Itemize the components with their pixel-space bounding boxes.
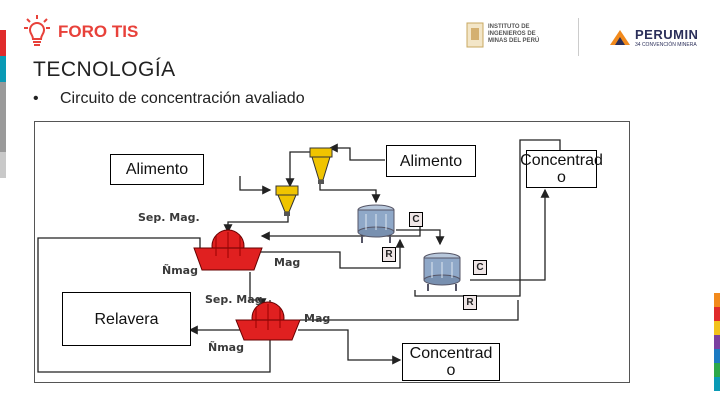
feed-line-right	[328, 143, 385, 161]
right-accent-bar-yellow	[714, 321, 720, 335]
perumin-wordmark: PERUMIN	[635, 27, 699, 42]
sep-mag-label-1: Sep. Mag.	[138, 211, 200, 224]
cyclone2-to-sep1-line	[223, 212, 289, 234]
right-accent-bar-teal	[714, 377, 720, 391]
recycle-line-top	[414, 139, 561, 297]
magnetic-separator-2-icon	[235, 301, 301, 341]
sep2-to-concentrado-line	[298, 329, 402, 365]
alimento-left-box: Alimento	[110, 154, 204, 185]
concentrado-top-box: Concentrad o	[520, 150, 603, 188]
tag-c-column-2: C	[473, 260, 487, 275]
iimp-emblem-icon	[466, 22, 484, 48]
column2-to-concentrado-line	[470, 188, 550, 281]
bullet-text: Circuito de concentración avaliado	[60, 90, 305, 107]
left-accent-bar-lightgray	[0, 152, 6, 178]
bullet-symbol: •	[33, 90, 39, 107]
perumin-logo: PERUMIN 34 CONVENCIÓN MINERA	[609, 26, 709, 52]
iimp-logo: INSTITUTO DE INGENIEROS DE MINAS DEL PER…	[466, 22, 566, 52]
perumin-subtext: 34 CONVENCIÓN MINERA	[635, 42, 697, 48]
magnetic-separator-1-icon	[193, 229, 263, 271]
left-accent-bar-teal	[0, 56, 6, 82]
mag-label-1: Mag	[274, 256, 301, 269]
slide-title: TECNOLOGÍA	[33, 58, 176, 81]
right-accent-bar-green	[714, 363, 720, 377]
left-accent-bar-gray	[0, 82, 6, 152]
iimp-logo-text: INSTITUTO DE INGENIEROS DE MINAS DEL PER…	[488, 24, 540, 44]
foro-tis-logo: FORO TIS	[24, 14, 138, 50]
sep1-mag-to-column1-line	[260, 238, 405, 269]
cyclone1-to-column1-line	[319, 182, 381, 204]
cyclone-2-icon	[275, 185, 299, 216]
left-accent-bar-red	[0, 30, 6, 56]
alimento-right-box: Alimento	[386, 145, 476, 177]
relavera-box: Relavera	[62, 292, 191, 346]
column-1-icon	[357, 204, 395, 243]
lightbulb-icon	[24, 15, 50, 46]
sep-mag-label-2: Sep. Mag	[205, 293, 263, 306]
nmag-label-2: Ñmag	[208, 341, 244, 354]
column-2-icon	[423, 252, 461, 291]
header-divider	[578, 18, 579, 56]
mag-label-2: Mag	[304, 312, 331, 325]
nmag-label-1: Ñmag	[162, 264, 198, 277]
concentrado-bottom-box: Concentrad o	[402, 343, 500, 381]
cyclone1-to-cyclone2-line	[285, 151, 312, 188]
feed-line-left	[239, 176, 272, 195]
right-accent-bar-blue	[714, 349, 720, 363]
perumin-mountain-icon	[610, 30, 630, 45]
tag-c-column-1: C	[409, 212, 423, 227]
sep1-nmag-loop-line	[37, 237, 271, 373]
tag-r-column-1: R	[382, 247, 396, 262]
sep2-mag-line	[300, 300, 519, 321]
column1-to-column2-line	[396, 229, 445, 246]
column-return-line	[260, 222, 421, 241]
cyclone-1-icon	[309, 147, 333, 184]
tag-r-column-2: R	[463, 295, 477, 310]
foro-tis-wordmark: FORO TIS	[58, 22, 139, 41]
right-accent-bar-orange	[714, 293, 720, 307]
right-accent-bar-red	[714, 307, 720, 321]
right-accent-bar-purple	[714, 335, 720, 349]
